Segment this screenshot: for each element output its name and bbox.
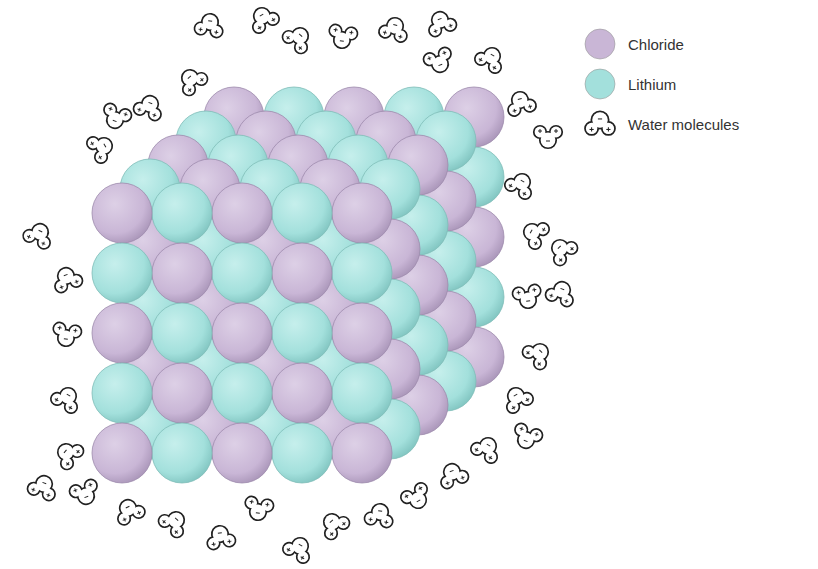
legend-label: Lithium — [628, 76, 676, 93]
water-molecule — [512, 284, 543, 311]
water-molecule — [51, 322, 82, 349]
water-molecule — [132, 92, 166, 122]
lithium-ion — [332, 363, 392, 423]
legend-label: Water molecules — [628, 116, 739, 133]
lithium-ion — [272, 183, 332, 243]
water-molecule — [510, 422, 544, 452]
chloride-ion — [272, 363, 332, 423]
water-molecule — [424, 8, 458, 38]
water-molecule — [364, 502, 395, 529]
lithium-ion — [92, 363, 152, 423]
lithium-ion — [152, 183, 212, 243]
water-molecule — [21, 219, 56, 251]
water-molecule — [422, 46, 456, 76]
legend-entry: Chloride — [582, 24, 739, 64]
water-molecule — [280, 21, 316, 56]
lithium-ion — [152, 423, 212, 483]
chloride-ion — [92, 303, 152, 363]
water-molecule — [194, 12, 225, 39]
chloride-ion — [92, 183, 152, 243]
water-molecule — [205, 524, 236, 551]
lithium-ion — [332, 243, 392, 303]
water-molecule — [85, 130, 118, 165]
water-molecule — [500, 382, 535, 415]
water-molecule — [544, 232, 579, 267]
chloride-ion — [92, 423, 152, 483]
water-molecule — [68, 478, 102, 508]
legend: ChlorideLithiumWater molecules — [582, 24, 739, 144]
chloride-ion — [332, 183, 392, 243]
water-molecule — [534, 126, 562, 148]
water-molecule — [544, 278, 578, 308]
chloride-ion — [212, 183, 272, 243]
chloride-ion — [332, 303, 392, 363]
water-molecule — [99, 102, 133, 132]
legend-entry: Lithium — [582, 64, 739, 104]
water-molecule — [112, 495, 147, 527]
water-molecule — [246, 2, 281, 35]
lithium-ion — [152, 303, 212, 363]
water-molecule — [327, 24, 358, 51]
water-molecule — [281, 532, 316, 565]
legend-swatch — [582, 66, 618, 102]
water-molecule — [26, 472, 60, 502]
water-molecule — [504, 89, 537, 117]
chloride-ion — [152, 363, 212, 423]
chloride-ion — [152, 243, 212, 303]
water-molecule — [520, 336, 555, 371]
water-molecule — [156, 505, 192, 540]
water-molecule — [378, 15, 411, 43]
water-molecule — [469, 432, 504, 465]
water-molecule — [49, 382, 84, 415]
legend-label: Chloride — [628, 36, 684, 53]
water-molecule — [503, 168, 538, 201]
lithium-ion — [212, 243, 272, 303]
water-molecule — [399, 481, 434, 514]
water-molecule — [51, 436, 86, 472]
water-molecule — [518, 216, 551, 251]
water-molecule — [436, 460, 470, 490]
chloride-ion — [212, 303, 272, 363]
lithium-ion — [272, 423, 332, 483]
legend-swatch — [582, 106, 618, 142]
water-molecule — [473, 42, 508, 75]
lithium-ion — [92, 243, 152, 303]
water-molecule — [316, 507, 352, 542]
lithium-ion — [212, 363, 272, 423]
water-molecule — [50, 264, 84, 294]
chloride-ion — [272, 243, 332, 303]
water-molecule — [174, 63, 210, 98]
water-molecule — [585, 112, 614, 135]
lithium-ion — [272, 303, 332, 363]
chloride-ion — [212, 423, 272, 483]
legend-entry: Water molecules — [582, 104, 739, 144]
water-molecule — [243, 496, 274, 523]
chloride-ion — [332, 423, 392, 483]
legend-swatch — [582, 26, 618, 62]
